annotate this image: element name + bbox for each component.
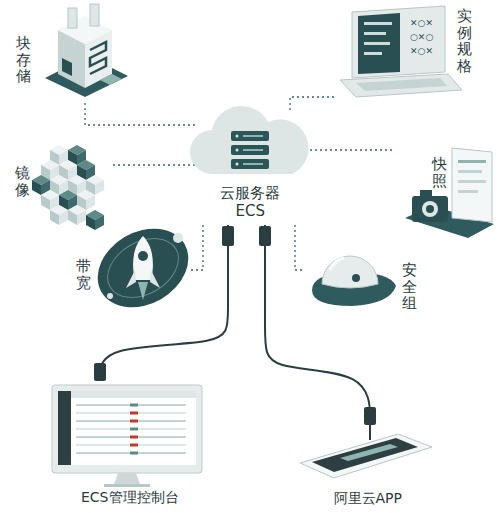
table-row [76, 404, 186, 406]
console-node: ECS管理控制台 [40, 380, 220, 510]
spec-node: 实例规格 [335, 2, 480, 102]
status-mark [130, 420, 138, 423]
snapshot-icon [405, 148, 494, 238]
dashed-connector [290, 97, 335, 110]
app-node: 阿里云APP [295, 425, 440, 510]
storage-node: 块存储 [10, 2, 132, 100]
security-dome-icon [312, 256, 396, 306]
status-mark [130, 452, 138, 455]
node-label: 镜像 [15, 165, 30, 198]
dashed-connector [85, 100, 195, 125]
node-label: 阿里云APP [334, 491, 402, 506]
table-row [76, 420, 186, 422]
bandwidth-node: 带宽 [70, 222, 190, 317]
status-mark [130, 404, 138, 407]
node-label: 云服务器 ECS [218, 184, 283, 220]
tablet-icon [300, 434, 432, 478]
cloud-server-icon [190, 106, 309, 174]
dashed-connector [295, 225, 305, 270]
monitor-icon [52, 385, 202, 487]
svg-text:✕○✕: ✕○✕ [410, 18, 433, 28]
table-row [76, 436, 186, 438]
node-label: ECS管理控制台 [81, 490, 179, 505]
node-label: 安全组 [402, 262, 417, 312]
security-node: 安全组 [305, 222, 423, 320]
snapshot-node: 快照 [395, 140, 495, 245]
dashed-connector [110, 164, 195, 165]
rocket-icon [83, 213, 202, 323]
laptop-icon: ✕○✕ ○✕○ ✕○✕ [340, 6, 462, 97]
status-mark [130, 412, 138, 415]
node-label: 带宽 [76, 258, 91, 291]
svg-text:○✕○: ○✕○ [410, 32, 433, 42]
status-mark [130, 428, 138, 431]
cable-connector [265, 225, 370, 425]
status-mark [130, 444, 138, 447]
cloud-node: 云服务器 ECS [195, 110, 305, 225]
node-label: 快照 [432, 156, 447, 189]
table-row [76, 452, 186, 454]
dashed-connector [190, 225, 203, 270]
image-cubes-icon [32, 145, 104, 230]
table-row [76, 412, 186, 414]
table-row [76, 444, 186, 446]
table-row [76, 428, 186, 430]
status-mark [130, 436, 138, 439]
cable-plug [94, 226, 376, 440]
node-label: 块存储 [16, 35, 31, 85]
image-node: 镜像 [10, 128, 110, 245]
svg-text:✕○✕: ✕○✕ [410, 46, 433, 56]
dashed-connector [305, 149, 395, 150]
node-label: 实例规格 [457, 8, 472, 74]
block-storage-icon [45, 4, 128, 97]
